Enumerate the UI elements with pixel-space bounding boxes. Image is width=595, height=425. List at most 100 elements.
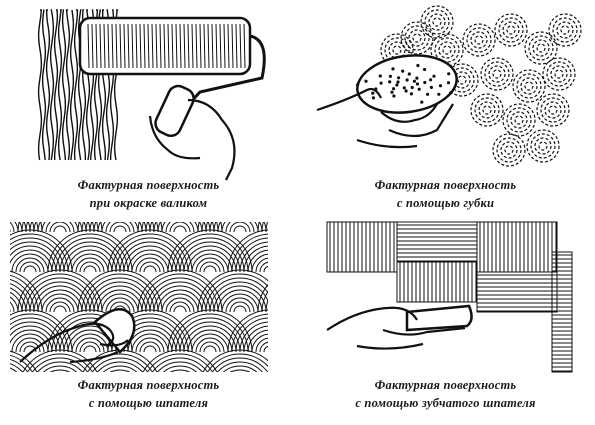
sponge-pore [449, 91, 453, 95]
sponge-pore [396, 80, 400, 84]
swirl-ring [428, 13, 446, 31]
fan-arc [263, 265, 268, 273]
swirl-ring [457, 75, 467, 85]
wall-streak [65, 9, 71, 161]
wall-streak [77, 9, 83, 161]
sponge-pores [356, 63, 453, 104]
wall-streak [57, 9, 63, 161]
drum-stripe [143, 23, 146, 69]
swirl-ring [554, 69, 564, 79]
swirl-ring [532, 39, 550, 57]
sponge-pore [395, 83, 399, 87]
fan-arc [10, 249, 53, 273]
fan-arc [225, 297, 255, 313]
fan-arc [10, 237, 65, 273]
fan-arc [265, 222, 268, 233]
fan-arc [19, 261, 41, 273]
fan-arc [11, 253, 49, 273]
fan-arc [77, 269, 163, 313]
swirl-ring [510, 111, 528, 129]
fan-arc [49, 222, 71, 233]
roller-hand [148, 98, 236, 181]
fan-arc [217, 289, 263, 313]
fan-arc [173, 225, 187, 233]
swirl-ring [466, 27, 492, 53]
fan-arc [199, 341, 221, 353]
fan-arc [11, 333, 49, 353]
fan-arc [79, 341, 101, 353]
drum-stripe [231, 23, 234, 69]
swirl-ring [496, 137, 522, 163]
fan-arc [221, 293, 259, 313]
fan-arc [157, 222, 203, 233]
sponge [356, 54, 458, 114]
fan-arc [203, 345, 217, 353]
fan-arc [243, 245, 268, 273]
fan-arc [27, 353, 93, 372]
fan-arc [217, 361, 263, 372]
swirl-ring [424, 9, 450, 35]
fan-arc [79, 261, 101, 273]
drum-stripe [139, 23, 142, 69]
caption-sponge-line2: с помощью губки [396, 196, 495, 210]
drum-stripe [239, 23, 242, 69]
fan-arc [10, 283, 31, 313]
swirl-ring [480, 57, 514, 91]
fan-arc [42, 365, 78, 372]
fan-arc [169, 301, 191, 313]
fan-arc [109, 369, 131, 372]
fan-arc [259, 261, 268, 273]
fan-arc [135, 257, 165, 273]
fan-arc [217, 222, 263, 233]
fan-arc [10, 279, 35, 313]
drum-stripe [167, 23, 170, 69]
fan-arc [161, 293, 199, 313]
drum-stripe [131, 23, 134, 69]
sponge-pore [446, 81, 451, 85]
fan-arc [233, 305, 247, 313]
fan-arc [127, 249, 173, 273]
fan-arc [135, 337, 165, 353]
swirl-ring [470, 93, 504, 127]
fan-arc [191, 253, 229, 273]
fan-arc [175, 237, 245, 273]
wall-streak [69, 9, 75, 161]
swirl-ring [412, 33, 422, 43]
fan-arc [25, 277, 95, 313]
spatula-texture-illustration [10, 222, 268, 372]
swirl-ring [542, 57, 576, 91]
sponge-pore [371, 91, 375, 95]
fan-arc [169, 369, 191, 372]
fan-arc [239, 321, 268, 353]
sponge-pore [438, 84, 443, 88]
fan-arc [233, 225, 247, 233]
sponge-pore [378, 74, 382, 78]
drum-stripe [215, 23, 218, 69]
fan-arc [10, 296, 19, 313]
swirl-ring [474, 97, 500, 123]
swirl-ring [540, 97, 566, 123]
fan-arc [45, 222, 75, 233]
caption-notched: Фактурная поверхность с помощью зубчатог… [297, 376, 594, 412]
drum-stripe [243, 23, 246, 69]
swirl-ring [536, 93, 570, 127]
sponge-pore [402, 86, 406, 90]
fan-arc [209, 281, 268, 313]
fan-arc [97, 289, 143, 313]
fan-arc [197, 269, 268, 313]
fan-arc [179, 241, 241, 273]
spatula-fan-texture [10, 222, 268, 372]
drum-stripe [175, 23, 178, 69]
fan-arc [195, 337, 225, 353]
fan-arc [143, 265, 157, 273]
fan-arc [101, 293, 139, 313]
fan-arc [187, 249, 233, 273]
swirl-ring [528, 35, 554, 61]
swirl-ring [524, 81, 534, 91]
caption-roller-line1: Фактурная поверхность [77, 178, 220, 192]
wall-streak [73, 9, 79, 161]
roller-drum-texture [87, 23, 246, 69]
swirl-ring [552, 17, 578, 43]
roller-texture-illustration [37, 9, 266, 181]
swirl-ring [430, 33, 464, 67]
